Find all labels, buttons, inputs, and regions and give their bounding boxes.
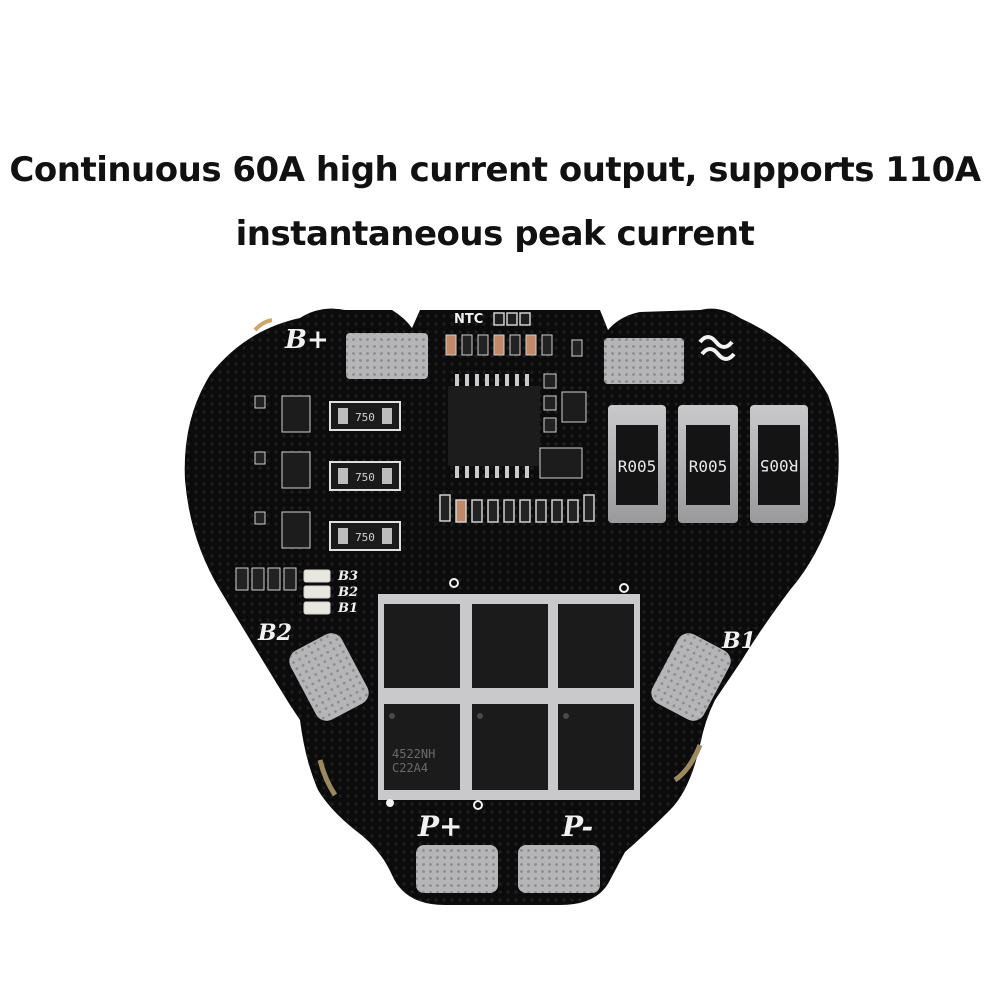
- label-p-minus: P-: [561, 810, 593, 843]
- svg-text:750: 750: [355, 471, 375, 484]
- svg-text:750: 750: [355, 411, 375, 424]
- svg-text:R005: R005: [760, 456, 799, 475]
- label-b2: B2: [257, 620, 292, 646]
- headline-line-2: instantaneous peak current: [235, 214, 755, 254]
- shunt-resistor-3: R005: [750, 405, 808, 523]
- pad-b-plus-right: [604, 338, 684, 384]
- label-ntc: NTC: [454, 312, 483, 327]
- shunt-resistor-2: R005: [678, 405, 738, 523]
- pad-b2: [289, 633, 369, 721]
- led-label-b2: B2: [337, 585, 358, 600]
- smd-row-top: [445, 312, 583, 357]
- headline-line-1: Continuous 60A high current output, supp…: [9, 150, 981, 190]
- pad-p-plus: [416, 845, 498, 893]
- svg-text:R005: R005: [618, 457, 657, 476]
- led-label-b1: B1: [337, 601, 358, 616]
- mosfet-mark-1: 4522NH: [392, 747, 435, 761]
- mosfet-mark-2: C22A4: [392, 761, 428, 775]
- smd-row-bottom: [439, 494, 595, 523]
- pad-b1: [651, 633, 731, 721]
- svg-text:750: 750: [355, 531, 375, 544]
- pad-p-minus: [518, 845, 600, 893]
- label-p-plus: P+: [417, 810, 463, 843]
- balance-circuit-1: 750: [254, 395, 401, 433]
- mosfet-array: 4522NH C22A4: [378, 594, 640, 800]
- main-ic-chip: [448, 374, 540, 478]
- led-label-b3: B3: [337, 569, 358, 584]
- shunt-resistor-1: R005: [608, 405, 666, 523]
- balance-circuit-3: 750: [254, 511, 401, 551]
- svg-text:R005: R005: [689, 457, 728, 476]
- led-indicators: B3 B2 B1: [235, 567, 358, 616]
- headline: Continuous 60A high current output, supp…: [0, 138, 990, 266]
- label-b-plus: B+: [284, 325, 329, 355]
- label-b1: B1: [721, 628, 756, 654]
- pad-b-plus-left: [346, 333, 428, 379]
- logo-mark-icon: [698, 335, 736, 361]
- balance-circuit-2: 750: [254, 451, 401, 491]
